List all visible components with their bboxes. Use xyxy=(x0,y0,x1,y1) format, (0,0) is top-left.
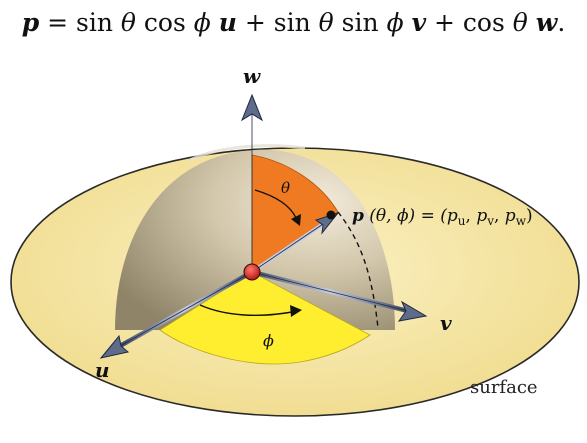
phi-arc xyxy=(199,304,293,316)
eq-theta-1: θ xyxy=(120,8,136,37)
eq-v: v xyxy=(411,8,427,37)
point-p-label: p (θ, ϕ) = (pu, pv, pw) xyxy=(352,206,533,228)
pv-subscript: v xyxy=(486,214,494,228)
surface-label: surface xyxy=(470,377,538,398)
comma-2: , xyxy=(494,206,505,226)
eq-phi-1: ϕ xyxy=(193,8,211,37)
pw-subscript: w xyxy=(516,214,527,228)
w-axis-arrowhead xyxy=(240,93,264,122)
eq-text-5: + cos xyxy=(426,8,513,37)
eq-phi-2: ϕ xyxy=(386,8,404,37)
eq-theta-3: θ xyxy=(512,8,528,37)
eq-text-2: cos xyxy=(135,8,194,37)
eq-u: u xyxy=(218,8,237,37)
point-p-args: (θ, ϕ) = ( xyxy=(364,206,447,226)
u-axis-outline xyxy=(119,271,253,347)
comma-1: , xyxy=(466,206,477,226)
pu-symbol: p xyxy=(447,206,458,226)
eq-theta-2: θ xyxy=(318,8,334,37)
v-axis-label: v xyxy=(440,311,452,335)
theta-arc xyxy=(254,189,297,219)
point-p-dot xyxy=(326,210,336,220)
u-axis-arrowhead xyxy=(99,334,130,359)
theta-angle-wedge xyxy=(251,154,339,273)
p-vector-outline xyxy=(251,221,327,273)
parametric-equation: p = sin θ cos ϕ u + sin θ sin ϕ v + cos … xyxy=(0,8,587,37)
phi-angle-label: ϕ xyxy=(263,331,274,350)
close-paren: ) xyxy=(526,206,533,226)
phi-angle-wedge xyxy=(159,271,371,365)
w-axis-label: w xyxy=(243,64,261,88)
phi-arc-arrowhead xyxy=(290,305,302,317)
hemisphere-back-rim xyxy=(189,144,306,162)
eq-p: p xyxy=(21,8,40,37)
v-axis-outline xyxy=(251,271,409,312)
u-axis-label: u xyxy=(95,358,110,382)
v-axis-arrowhead xyxy=(397,300,428,322)
eq-text-3: + sin xyxy=(236,8,319,37)
theta-angle-label: θ xyxy=(281,179,290,197)
pw-symbol: p xyxy=(505,206,516,226)
pu-subscript: u xyxy=(458,214,466,228)
meridian-dashed-arc xyxy=(337,211,379,329)
eq-w: w xyxy=(535,8,558,37)
origin-dot xyxy=(243,263,261,281)
theta-arc-arrowhead xyxy=(291,214,301,226)
eq-text-4: sin xyxy=(333,8,387,37)
eq-text-1: = sin xyxy=(39,8,121,37)
pv-symbol: p xyxy=(476,206,487,226)
point-p-symbol: p xyxy=(352,206,364,226)
eq-end: . xyxy=(557,8,566,37)
